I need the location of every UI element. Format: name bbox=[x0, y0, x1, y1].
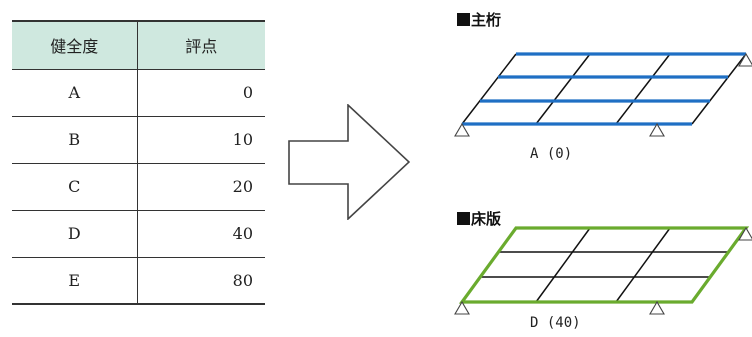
support-icon bbox=[738, 52, 752, 67]
right-arrow-icon bbox=[288, 104, 410, 220]
score-cell: 0 bbox=[137, 69, 265, 117]
support-icon bbox=[649, 300, 665, 315]
table-row: B 10 bbox=[12, 116, 265, 164]
table-header-row: 健全度 評点 bbox=[12, 20, 265, 70]
score-cell: 80 bbox=[137, 257, 265, 305]
table-row: A 0 bbox=[12, 69, 265, 117]
main-girder-grid-diagram bbox=[454, 52, 752, 137]
grade-cell: A bbox=[12, 69, 138, 117]
score-cell: 20 bbox=[137, 163, 265, 211]
column-header-grade: 健全度 bbox=[12, 20, 138, 70]
main-girder-lines bbox=[462, 52, 746, 126]
score-cell: 40 bbox=[137, 210, 265, 258]
support-icon bbox=[454, 300, 470, 315]
deck-slab-outline bbox=[458, 226, 750, 304]
support-icon bbox=[738, 226, 752, 241]
grade-cell: E bbox=[12, 257, 138, 305]
black-square-icon bbox=[457, 13, 470, 26]
grade-cell: D bbox=[12, 210, 138, 258]
health-score-table: 健全度 評点 A 0 B 10 C 20 D 40 E 80 bbox=[12, 20, 265, 305]
score-cell: 10 bbox=[137, 116, 265, 164]
main-girder-caption: A (0) bbox=[530, 146, 573, 162]
deck-slab-title: 床版 bbox=[457, 208, 501, 229]
black-square-icon bbox=[457, 212, 470, 225]
main-girder-title: 主桁 bbox=[457, 9, 501, 30]
deck-slab-caption: D (40) bbox=[530, 315, 581, 331]
main-girder-title-text: 主桁 bbox=[471, 11, 502, 29]
column-header-score: 評点 bbox=[137, 20, 265, 70]
grade-cell: C bbox=[12, 163, 138, 211]
table-row: C 20 bbox=[12, 163, 265, 211]
table-row: E 80 bbox=[12, 257, 265, 305]
support-icon bbox=[649, 122, 665, 137]
grade-cell: B bbox=[12, 116, 138, 164]
support-icon bbox=[454, 122, 470, 137]
deck-slab-title-text: 床版 bbox=[471, 210, 502, 228]
table-row: D 40 bbox=[12, 210, 265, 258]
deck-slab-grid-diagram bbox=[454, 226, 752, 315]
